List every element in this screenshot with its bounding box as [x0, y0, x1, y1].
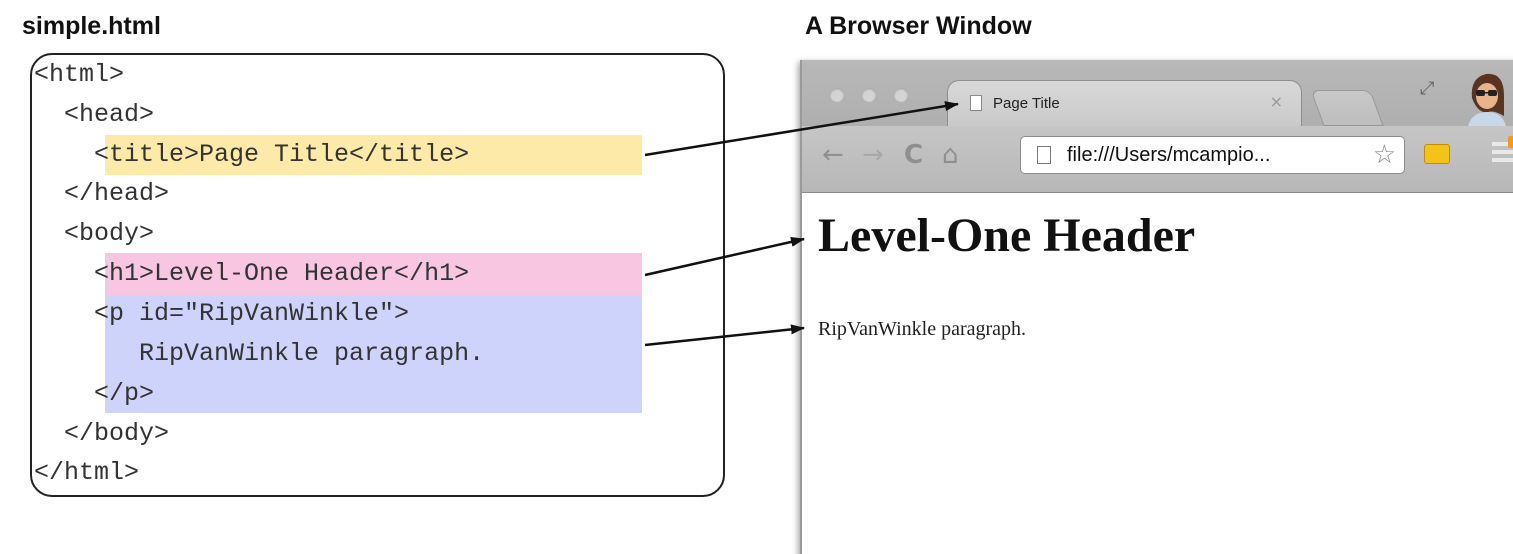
code-line-html-close: </html>: [34, 458, 140, 487]
window-minimize-dot[interactable]: [862, 88, 876, 102]
p-highlight: [105, 295, 642, 413]
code-line-p-close: </p>: [34, 379, 155, 408]
tab-label: Page Title: [993, 95, 1060, 112]
title-highlight: [105, 135, 642, 175]
address-bar[interactable]: file:///Users/mcampio... ☆: [1020, 136, 1405, 174]
window-zoom-dot[interactable]: [894, 88, 908, 102]
browser-window: Page Title × ⤢ ← → C ⌂ file:///U: [800, 60, 1513, 554]
address-text: file:///Users/mcampio...: [1067, 144, 1271, 166]
extension-icon[interactable]: [1424, 144, 1450, 164]
browser-chrome: Page Title × ⤢ ← → C ⌂ file:///U: [802, 60, 1513, 193]
code-line-p-text: RipVanWinkle paragraph.: [34, 339, 485, 368]
h1-highlight: [105, 253, 642, 295]
code-line-html-open: <html>: [34, 60, 125, 89]
document-icon: [970, 95, 982, 111]
reload-icon[interactable]: C: [904, 140, 924, 170]
window-close-dot[interactable]: [830, 88, 844, 102]
code-line-h1: <h1>Level-One Header</h1>: [34, 259, 470, 288]
code-line-body-open: <body>: [34, 219, 155, 248]
star-icon[interactable]: ☆: [1372, 140, 1396, 170]
back-arrow-icon[interactable]: ←: [822, 140, 844, 170]
code-line-head-open: <head>: [34, 100, 155, 129]
resize-icon[interactable]: ⤢: [1420, 78, 1435, 99]
avatar[interactable]: [1464, 68, 1510, 126]
browser-toolbar: ← → C ⌂ file:///Users/mcampio... ☆: [802, 126, 1513, 192]
page-paragraph: RipVanWinkle paragraph.: [818, 318, 1027, 340]
code-line-title: <title>Page Title</title>: [34, 140, 470, 169]
file-title: simple.html: [22, 12, 161, 40]
menu-icon[interactable]: [1492, 142, 1513, 164]
code-line-p-open: <p id="RipVanWinkle">: [34, 299, 410, 328]
home-icon[interactable]: ⌂: [942, 140, 959, 170]
tab-close-icon[interactable]: ×: [1269, 92, 1283, 111]
code-line-body-close: </body>: [34, 419, 170, 448]
new-tab-button[interactable]: [1310, 90, 1384, 126]
forward-arrow-icon[interactable]: →: [862, 140, 884, 170]
menu-badge: [1508, 136, 1513, 148]
code-line-head-close: </head>: [34, 179, 170, 208]
document-icon: [1037, 146, 1051, 164]
page-heading: Level-One Header: [818, 209, 1196, 262]
tab-page-title[interactable]: Page Title ×: [947, 80, 1302, 126]
browser-title: A Browser Window: [805, 12, 1032, 40]
